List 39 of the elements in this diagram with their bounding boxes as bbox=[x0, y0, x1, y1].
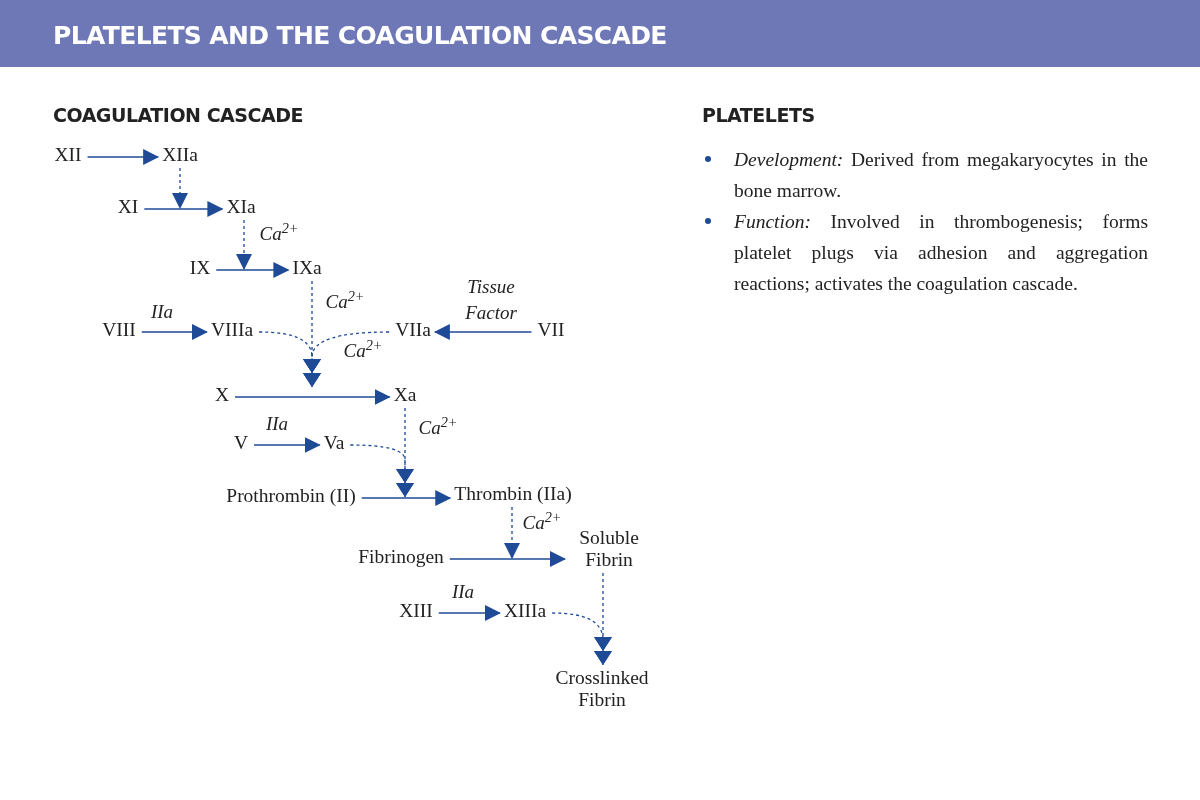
factor-label: Xa bbox=[393, 384, 417, 406]
factor-label: Va bbox=[323, 432, 345, 454]
factor-label: XIII bbox=[399, 600, 433, 622]
factor-label: IX bbox=[189, 257, 211, 279]
arrow bbox=[449, 551, 566, 567]
arrow bbox=[234, 389, 391, 405]
arrow bbox=[141, 324, 208, 340]
factor-label: VIII bbox=[102, 319, 136, 341]
factor-label: XIIIa bbox=[503, 600, 547, 622]
factor-label: VIIa bbox=[395, 319, 431, 341]
factor-label: Fibrinogen bbox=[358, 546, 444, 568]
dashed-arrow bbox=[172, 167, 188, 209]
factor-label: XIIa bbox=[162, 144, 198, 166]
factor-label: VIIIa bbox=[210, 319, 254, 341]
dashed-arrow bbox=[236, 219, 252, 270]
arrow bbox=[361, 490, 452, 506]
title-bar: PLATELETS AND THE COAGULATION CASCADE bbox=[0, 0, 1200, 67]
section-heading: COAGULATION CASCADE bbox=[53, 103, 304, 128]
arrow bbox=[253, 437, 321, 453]
factor-label: X bbox=[214, 384, 230, 406]
bullet-text: Development: Derived from megakaryocytes in the bone marrow. bbox=[734, 148, 1148, 203]
factor-label: Thrombin (IIa) bbox=[454, 483, 572, 505]
dashed-arrow bbox=[504, 506, 520, 559]
factor-label: IXa bbox=[292, 257, 322, 279]
arrow bbox=[215, 262, 290, 278]
arrow bbox=[433, 324, 533, 340]
factor-label: XII bbox=[54, 144, 82, 166]
factor-label: XIa bbox=[226, 196, 256, 218]
arrow bbox=[438, 605, 501, 621]
factor-label: VII bbox=[537, 319, 565, 341]
factor-label: XI bbox=[117, 196, 139, 218]
factor-label: Prothrombin (II) bbox=[226, 485, 356, 507]
arrow bbox=[143, 201, 224, 217]
arrow bbox=[86, 149, 160, 165]
factor-label: V bbox=[233, 432, 249, 454]
factor-label: Crosslinked Fibrin bbox=[542, 667, 662, 711]
section-heading: PLATELETS bbox=[702, 103, 815, 128]
bullet-text: Function: Involved in thrombogenesis; forms platelet plugs via adhesion and aggregation reactions; activates the coagulation cascade. bbox=[734, 210, 1148, 296]
factor-label: Soluble Fibrin bbox=[569, 527, 649, 571]
